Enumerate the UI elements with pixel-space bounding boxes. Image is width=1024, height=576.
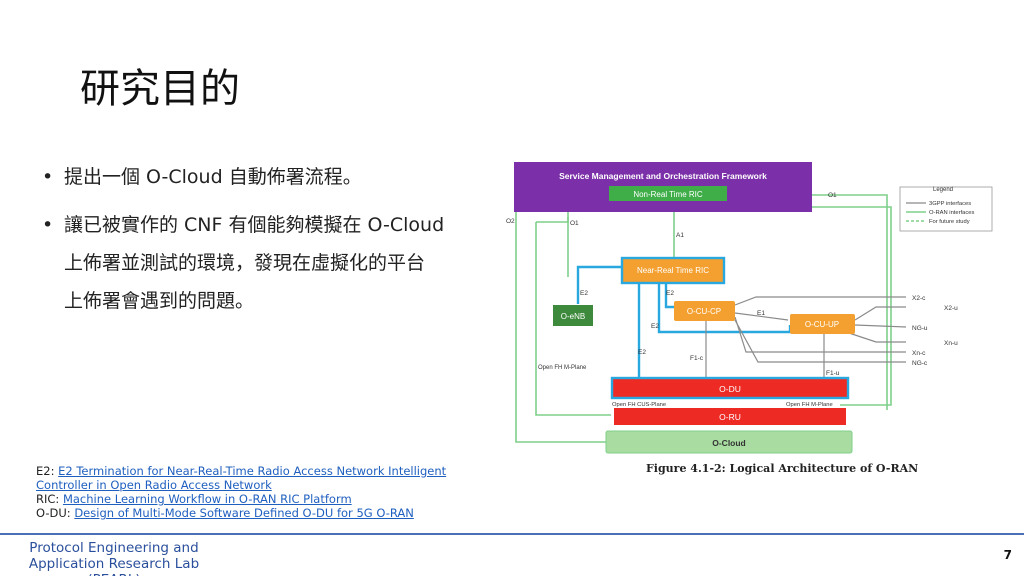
reference-link-odu[interactable]: Design of Multi-Mode Software Defined O-… (74, 506, 414, 520)
legend-item-oran: O-RAN interfaces (929, 210, 975, 216)
ocu-up-box (790, 314, 855, 334)
label-f1c: F1-c (690, 355, 704, 362)
bullet-marker: • (42, 166, 54, 188)
reference-link-ric[interactable]: Machine Learning Workflow in O-RAN RIC P… (62, 492, 352, 506)
oenb-box (553, 305, 593, 326)
reference-e2: E2: E2 Termination for Near-Real-Time Ra… (36, 464, 496, 492)
bullet-text: 讓已被實作的 CNF 有個能夠模擬在 O-Cloud (64, 214, 445, 236)
bullet-text: 上佈署並測試的環境，發現在虛擬化的平台 (64, 252, 426, 274)
oenb-label: O-eNB (561, 312, 585, 321)
reference-prefix: RIC: (36, 492, 63, 506)
page-number: 7 (1003, 548, 1012, 562)
near-rt-ric-label: Near-Real Time RIC (637, 266, 709, 275)
reference-link-e2[interactable]: E2 Termination for Near-Real-Time Radio … (36, 464, 447, 492)
legend-title: Legend (933, 187, 953, 193)
legend-item-future: For future study (929, 219, 970, 225)
footer-lab-line: Protocol Engineering and (29, 540, 199, 556)
ocu-up-label: O-CU-UP (805, 320, 839, 329)
near-rt-ric-box (620, 256, 726, 285)
smo-label: Service Management and Orchestration Fra… (559, 171, 767, 181)
ngc-line (734, 319, 906, 363)
xnc-line (734, 316, 906, 353)
label-x2c: X2-c (912, 295, 926, 302)
label-xnu: Xn-u (944, 340, 958, 347)
reference-prefix: O-DU: (36, 506, 75, 520)
label-ngc: NG-c (912, 360, 928, 367)
legend: Legend 3GPP interfaces O-RAN interfaces … (899, 186, 993, 232)
bullet-text: 上佈署會遇到的問題。 (64, 290, 255, 312)
label-xnc: Xn-c (912, 350, 926, 357)
o2-line (515, 185, 606, 443)
bullet-marker: • (42, 214, 54, 236)
label-f1u: F1-u (826, 370, 840, 377)
reference-prefix: E2: (36, 464, 59, 478)
e2-line-oenb (576, 265, 622, 304)
label-e2-cucp: E2 (666, 290, 674, 297)
label-open-fh-cus: Open FH CUS-Plane (612, 402, 666, 408)
label-o2: O2 (506, 218, 515, 225)
bullet-list: • 提出一個 O-Cloud 自動佈署流程。 • 讓已被實作的 CNF 有個能夠… (40, 158, 490, 330)
label-o1-top: O1 (828, 192, 837, 199)
legend-box (899, 186, 993, 232)
e1-line (734, 312, 789, 321)
footer-lab-name: Protocol Engineering and Application Res… (10, 540, 218, 576)
ngu-line (854, 324, 907, 328)
x2c-line (734, 296, 906, 306)
footer-divider (0, 533, 1024, 535)
label-o1-left: O1 (570, 220, 579, 227)
legend-item-3gpp: 3GPP interfaces (929, 201, 971, 207)
references: E2: E2 Termination for Near-Real-Time Ra… (36, 464, 496, 520)
open-fh-mplane-line (535, 222, 611, 416)
e2-line-cucp (664, 283, 674, 309)
xnu-line (845, 331, 906, 343)
slide-title: 研究目的 (80, 66, 240, 112)
oru-box (614, 408, 846, 425)
ocu-cp-label: O-CU-CP (687, 307, 721, 316)
label-e2-cuup: E2 (651, 323, 659, 330)
footer-lab-line: Application Research Lab (PEARL) (28, 556, 200, 576)
o1-line-right (810, 185, 892, 406)
non-rt-ric-label: Non-Real Time RIC (633, 190, 703, 199)
bullet-item: • 提出一個 O-Cloud 自動佈署流程。 (40, 158, 490, 196)
gpp-interface-lines (705, 296, 907, 379)
ocloud-box (605, 430, 853, 454)
label-e2-odu: E2 (638, 349, 646, 356)
reference-odu: O-DU: Design of Multi-Mode Software Defi… (36, 506, 496, 520)
non-rt-ric-box (609, 186, 727, 201)
label-ngu: NG-u (912, 325, 928, 332)
o1-branch (536, 217, 569, 223)
ocloud-label: O-Cloud (712, 438, 746, 448)
label-a1: A1 (676, 232, 684, 239)
label-e1: E1 (757, 310, 765, 317)
label-x2u: X2-u (944, 305, 958, 312)
label-e2-oenb: E2 (580, 290, 588, 297)
reference-ric: RIC: Machine Learning Workflow in O-RAN … (36, 492, 496, 506)
label-open-fh-mplane-right: Open FH M-Plane (786, 402, 833, 408)
oran-architecture-diagram: Service Management and Orchestration Fra… (506, 162, 993, 454)
oru-label: O-RU (719, 412, 741, 422)
figure-caption: Figure 4.1-2: Logical Architecture of O-… (646, 462, 919, 475)
bullet-text: 提出一個 O-Cloud 自動佈署流程。 (64, 166, 362, 188)
x2u-line (854, 306, 906, 321)
label-open-fh-mplane-left: Open FH M-Plane (538, 365, 587, 371)
odu-box (610, 376, 850, 400)
bullet-item: • 讓已被實作的 CNF 有個能夠模擬在 O-Cloud 上佈署並測試的環境，發… (40, 206, 490, 320)
ocu-cp-box (674, 301, 735, 321)
odu-label: O-DU (719, 384, 741, 394)
